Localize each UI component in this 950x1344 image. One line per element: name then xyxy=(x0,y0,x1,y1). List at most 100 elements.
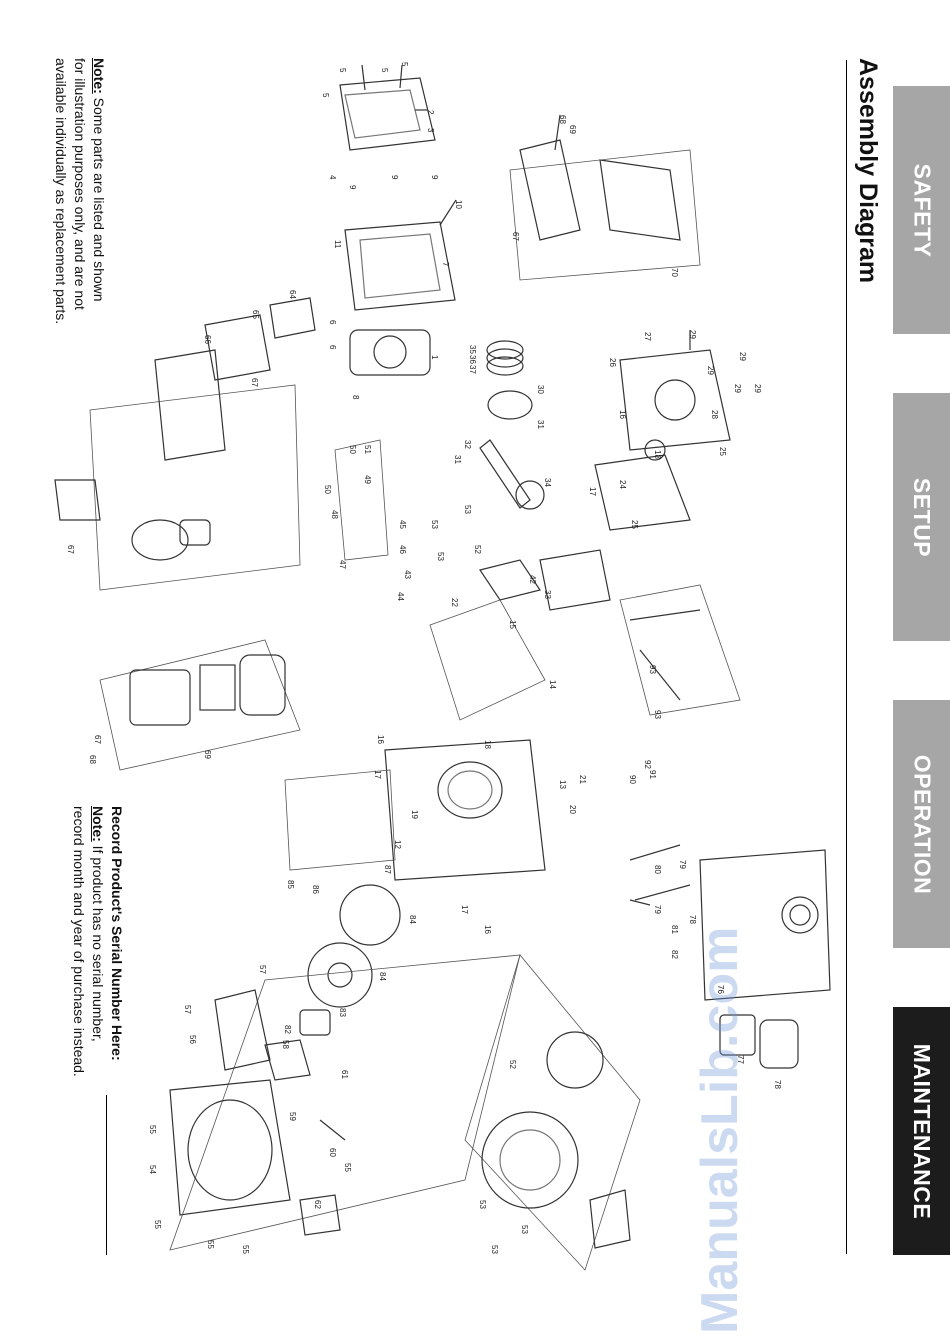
callout: 67 xyxy=(250,378,259,387)
callout: 68 xyxy=(88,755,97,764)
callout: 35 xyxy=(468,345,477,354)
note-line: for illustration purposes only, and are … xyxy=(72,58,88,310)
callout: 9 xyxy=(348,185,357,190)
callout: 6 xyxy=(328,320,337,325)
callout: 47 xyxy=(338,560,347,569)
crankshaft xyxy=(539,549,611,611)
fuel-cap xyxy=(759,1019,799,1069)
callout: 64 xyxy=(288,290,297,299)
callout: 48 xyxy=(330,510,339,519)
callout: 67 xyxy=(93,735,102,744)
callout: 69 xyxy=(203,750,212,759)
callout: 76 xyxy=(716,985,725,994)
callout: 79 xyxy=(653,905,662,914)
callout: 55 xyxy=(241,1245,250,1254)
callout: 61 xyxy=(340,1070,349,1079)
shroud xyxy=(214,989,271,1071)
callout: 14 xyxy=(548,680,557,689)
callout: 5 xyxy=(380,68,389,73)
callout: 53 xyxy=(478,1200,487,1209)
serial-number-write-line xyxy=(106,1095,107,1255)
tab-operation[interactable]: OPERATION xyxy=(893,700,950,948)
callout: 53 xyxy=(463,505,472,514)
callout: 15 xyxy=(508,620,517,629)
callout: 20 xyxy=(568,805,577,814)
callout: 16 xyxy=(376,735,385,744)
crankcase-cover xyxy=(619,349,731,451)
carb-gasket xyxy=(54,479,101,521)
camshaft xyxy=(479,559,541,601)
callout: 17 xyxy=(373,770,382,779)
callout: 84 xyxy=(408,915,417,924)
callout: 25 xyxy=(718,447,727,456)
callout: 16 xyxy=(483,925,492,934)
callout: 57 xyxy=(183,1005,192,1014)
callout: 28 xyxy=(710,410,719,419)
callout: 70 xyxy=(670,268,679,277)
callout: 36 xyxy=(468,355,477,364)
callout: 66 xyxy=(203,335,212,344)
callout: 81 xyxy=(670,925,679,934)
callout: 91 xyxy=(648,770,657,779)
cylinder-head xyxy=(344,221,456,311)
callout: 31 xyxy=(453,455,462,464)
valve-cover xyxy=(339,77,436,151)
callout: 19 xyxy=(410,810,419,819)
callout: 93 xyxy=(653,710,662,719)
ignition-coil xyxy=(299,1194,341,1236)
callout: 50 xyxy=(348,445,357,454)
note-line: If product has no serial number, xyxy=(90,841,106,1042)
callout: 13 xyxy=(558,780,567,789)
callout: 29 xyxy=(733,384,742,393)
callout: 7 xyxy=(441,262,450,267)
callout: 33 xyxy=(543,590,552,599)
tab-maintenance[interactable]: MAINTENANCE xyxy=(893,1007,950,1255)
tab-safety[interactable]: SAFETY xyxy=(893,86,950,334)
callout: 5 xyxy=(338,68,347,73)
callout: 90 xyxy=(628,775,637,784)
callout: 4 xyxy=(328,175,337,180)
callout: 29 xyxy=(688,330,697,339)
callout: 34 xyxy=(543,478,552,487)
callout: 2 xyxy=(426,110,435,115)
callout: 56 xyxy=(188,1035,197,1044)
intake-spacer xyxy=(204,314,271,381)
callout: 83 xyxy=(338,1008,347,1017)
watermark: ManualsLib.com xyxy=(691,926,749,1334)
callout: 5 xyxy=(400,62,409,67)
flywheel xyxy=(339,884,401,946)
callout: 18 xyxy=(483,740,492,749)
callout: 53 xyxy=(430,520,439,529)
callout: 62 xyxy=(313,1200,322,1209)
connecting-rod xyxy=(479,439,531,509)
note-parts-illustration: Note: Some parts are listed and shown fo… xyxy=(51,58,108,324)
callout: 12 xyxy=(393,840,402,849)
callout: 17 xyxy=(460,905,469,914)
callout: 21 xyxy=(578,775,587,784)
fuel-tank xyxy=(699,849,831,1001)
callout: 54 xyxy=(148,1165,157,1174)
callout: 10 xyxy=(454,200,463,209)
cover-gasket xyxy=(594,454,691,531)
callout: 31 xyxy=(536,420,545,429)
callout: 53 xyxy=(520,1225,529,1234)
callout: 5 xyxy=(321,93,330,98)
tab-setup[interactable]: SETUP xyxy=(893,393,950,641)
callout: 53 xyxy=(436,552,445,561)
heading-divider xyxy=(846,60,847,1254)
fuel-strainer xyxy=(719,1014,756,1056)
callout: 1 xyxy=(430,355,439,360)
air-filter-base xyxy=(129,669,191,726)
blower-housing xyxy=(169,1079,291,1216)
callout: 65 xyxy=(251,310,260,319)
callout: 55 xyxy=(343,1163,352,1172)
callout: 55 xyxy=(153,1220,162,1229)
callout: 24 xyxy=(618,480,627,489)
callout: 32 xyxy=(463,440,472,449)
note-label: Note: xyxy=(90,806,106,842)
callout: 55 xyxy=(206,1240,215,1249)
note-line: Some parts are listed and shown xyxy=(91,93,107,302)
callout: 6 xyxy=(328,345,337,350)
note-line: record month and year of purchase instea… xyxy=(71,806,87,1077)
